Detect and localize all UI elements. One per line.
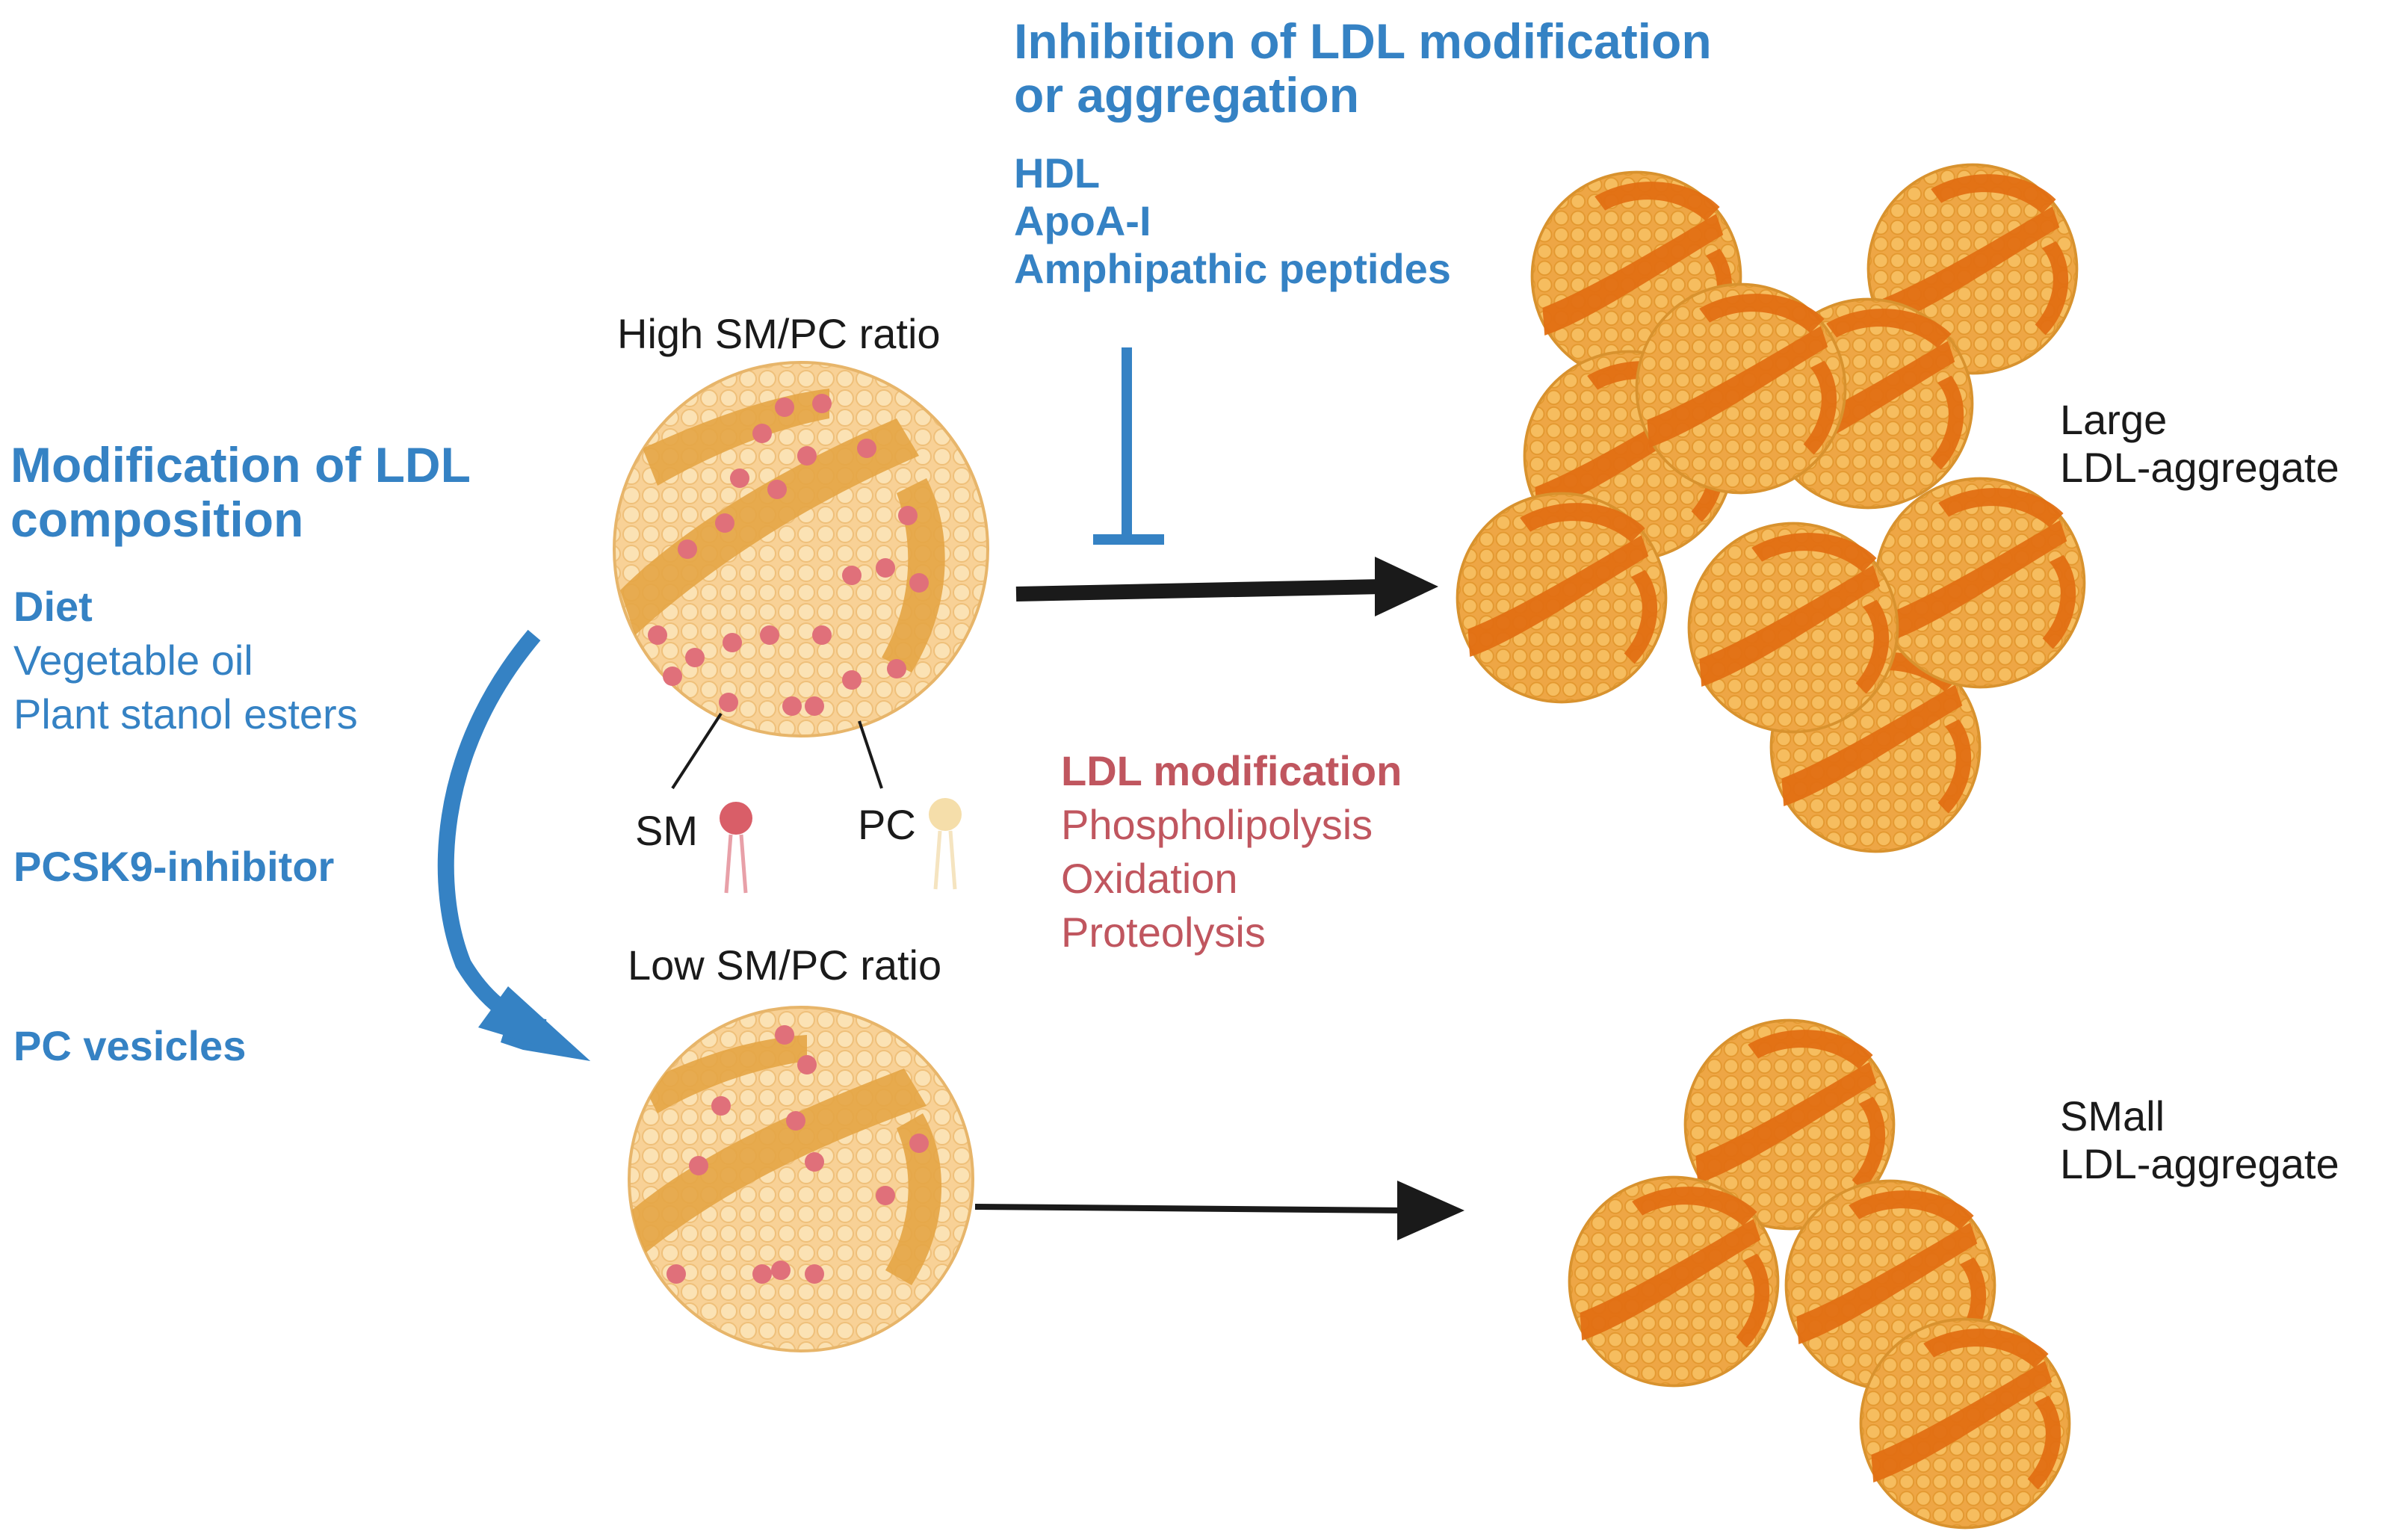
diet-plant-stanol-esters: Plant stanol esters	[13, 690, 358, 737]
modification-title-line2: composition	[10, 492, 304, 547]
pc-label: PC	[858, 801, 916, 848]
diet-label: Diet	[13, 583, 93, 630]
pc-vesicles-label: PC vesicles	[13, 1022, 247, 1069]
small-aggregate-label-line2: LDL-aggregate	[2060, 1140, 2339, 1187]
sm-dots-high	[648, 394, 929, 716]
ldl-modification-phospholipolysis: Phospholipolysis	[1061, 801, 1373, 848]
ldl-modification-title: LDL modification	[1061, 747, 1402, 794]
composition-change-arrow	[437, 629, 590, 1061]
small-aggregate-label-line1: SMall	[2060, 1092, 2165, 1139]
high-sm-pc-ratio-label: High SM/PC ratio	[617, 310, 941, 357]
inhibition-title-line2: or aggregation	[1014, 67, 1360, 123]
sm-dots-low	[666, 1025, 929, 1284]
inhibition-title-line1: Inhibition of LDL modification	[1014, 13, 1712, 69]
inhibition-symbol	[1093, 347, 1164, 545]
arrow-low-to-small	[974, 1204, 1405, 1213]
arrowhead-low	[1397, 1181, 1464, 1240]
inhibitor-apoa1: ApoA-I	[1014, 197, 1151, 244]
ldl-modification-proteolysis: Proteolysis	[1061, 909, 1266, 956]
large-ldl-aggregate	[1456, 163, 2086, 853]
modification-title-line1: Modification of LDL	[10, 437, 471, 492]
ldl-modification-oxidation: Oxidation	[1061, 855, 1238, 902]
large-aggregate-label-line2: LDL-aggregate	[2060, 444, 2339, 491]
ldl-particle-low-sm	[628, 1006, 974, 1352]
low-sm-pc-ratio-label: Low SM/PC ratio	[628, 941, 942, 989]
diet-vegetable-oil: Vegetable oil	[13, 637, 253, 684]
sm-lipid-icon	[720, 802, 752, 894]
large-aggregate-label-line1: Large	[2060, 396, 2168, 443]
inhibitor-hdl: HDL	[1014, 149, 1101, 197]
pcsk9-inhibitor-label: PCSK9-inhibitor	[13, 843, 335, 890]
sm-label: SM	[635, 807, 698, 854]
arrowhead-high	[1375, 557, 1438, 616]
pc-lipid-icon	[929, 798, 962, 890]
inhibitor-amphipathic-peptides: Amphipathic peptides	[1014, 245, 1451, 292]
small-ldl-aggregate	[1568, 1018, 2071, 1530]
pc-leader-line	[858, 720, 883, 789]
sm-leader-line	[671, 712, 723, 790]
arrow-high-to-large	[1015, 579, 1388, 602]
